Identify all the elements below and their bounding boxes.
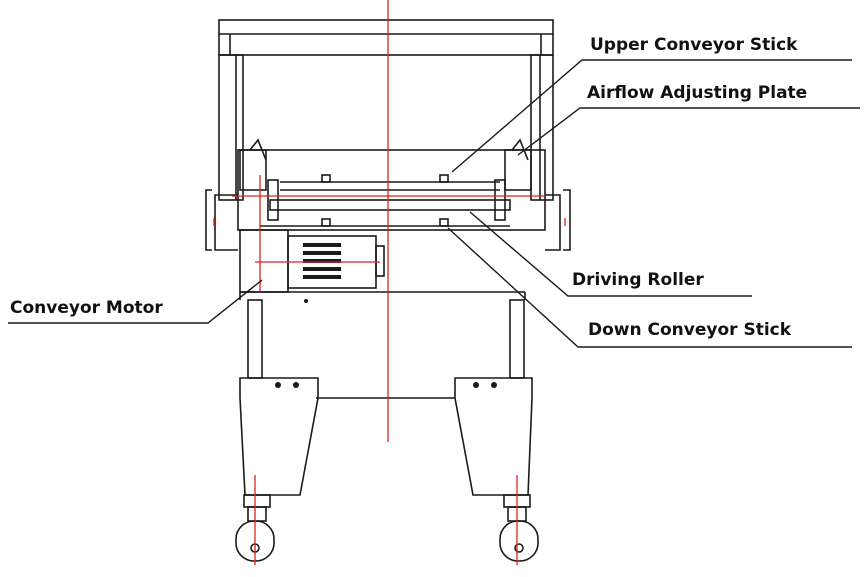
- left-adjust-block: [239, 149, 267, 191]
- right-caster-wheel: [499, 520, 539, 562]
- motor-fins: [303, 243, 341, 279]
- driving-roller: [269, 199, 511, 211]
- left-foot-plate: [239, 377, 319, 496]
- right-bracket: [563, 189, 571, 251]
- leader-airflow-adjusting-plate: [517, 107, 860, 156]
- leader-driving-roller: [469, 211, 752, 297]
- leader-upper-conveyor-stick: [451, 59, 852, 173]
- right-leg-post: [509, 299, 525, 379]
- callout-labels: Upper Conveyor Stick Airflow Adjusting P…: [10, 35, 807, 340]
- right-foot-plate: [454, 377, 533, 496]
- foot-bolts: [275, 299, 497, 388]
- label-conveyor-motor: Conveyor Motor: [10, 298, 163, 318]
- centerlines: [213, 0, 566, 565]
- left-leg-post: [247, 299, 263, 379]
- hood-top-frame: [218, 19, 554, 56]
- label-driving-roller: Driving Roller: [572, 270, 704, 290]
- tunnel-body: [237, 149, 546, 231]
- right-adjust-block: [504, 149, 532, 191]
- label-airflow-adjusting-plate: Airflow Adjusting Plate: [587, 83, 807, 103]
- hood-right-panel: [530, 54, 554, 201]
- motor-housing: [239, 229, 289, 293]
- machine-body: [205, 19, 571, 562]
- leader-down-conveyor-stick: [447, 227, 852, 348]
- left-bracket: [205, 189, 212, 251]
- leader-lines: [8, 59, 860, 348]
- leader-conveyor-motor: [8, 279, 263, 324]
- label-upper-conveyor-stick: Upper Conveyor Stick: [590, 35, 798, 55]
- label-down-conveyor-stick: Down Conveyor Stick: [588, 320, 792, 340]
- hood-left-panel: [218, 54, 244, 201]
